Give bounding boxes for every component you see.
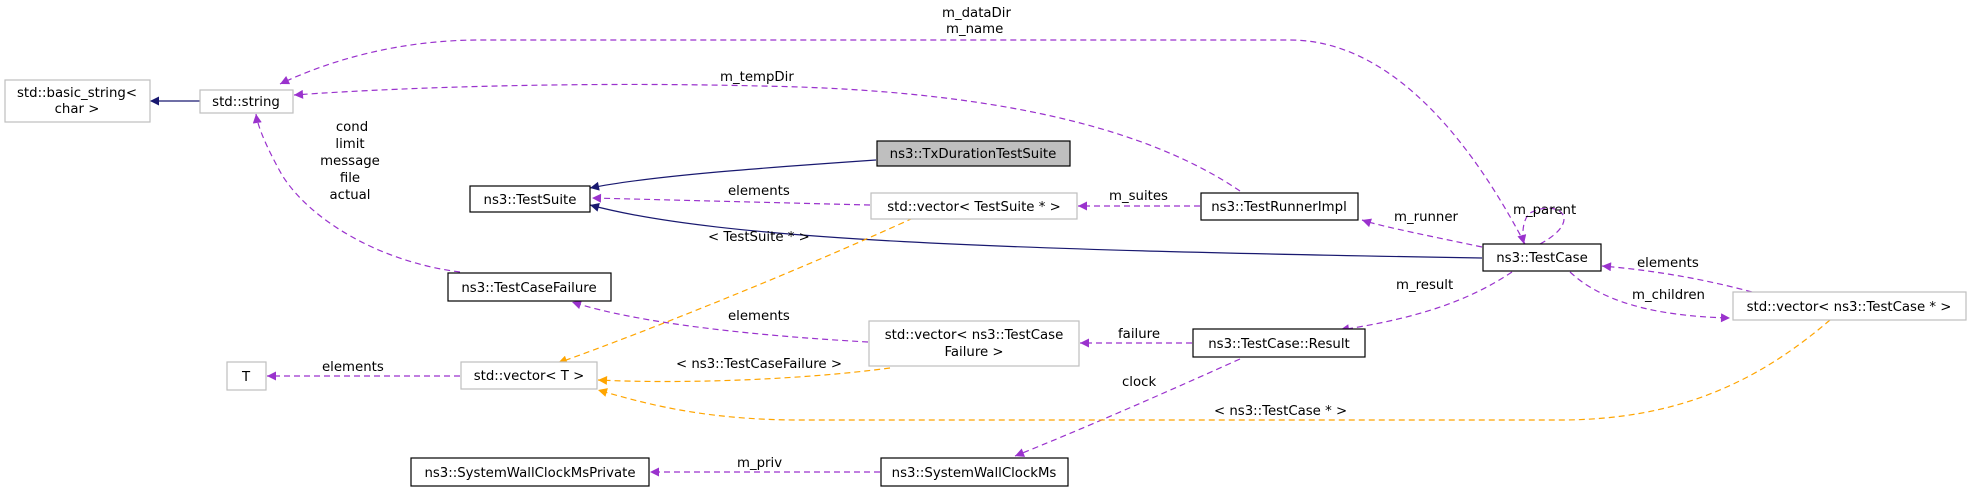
svg-text:ns3::TestCase: ns3::TestCase xyxy=(1496,251,1588,266)
node-test-runner-impl[interactable]: ns3::TestRunnerImpl xyxy=(1200,192,1359,221)
svg-text:ns3::TestCaseFailure: ns3::TestCaseFailure xyxy=(461,281,596,296)
svg-text:std::vector< ns3::TestCase * >: std::vector< ns3::TestCase * > xyxy=(1747,300,1952,315)
label-tpl-suite: < TestSuite * > xyxy=(708,230,810,245)
node-system-wall-clock-ms[interactable]: ns3::SystemWallClockMs xyxy=(880,457,1069,487)
label-failure-field-3: file xyxy=(340,171,360,186)
label-failure: failure xyxy=(1118,327,1160,342)
label-tpl-case: < ns3::TestCase * > xyxy=(1214,404,1347,419)
edge-result-to-clock xyxy=(1014,358,1241,457)
edge-testcasefailure-to-string xyxy=(252,113,461,273)
node-test-case-failure[interactable]: ns3::TestCaseFailure xyxy=(447,272,612,302)
node-test-case[interactable]: ns3::TestCase xyxy=(1482,243,1602,272)
label-m-name: m_name xyxy=(946,22,1003,37)
label-m-suites: m_suites xyxy=(1109,189,1168,204)
svg-text:std::vector< T >: std::vector< T > xyxy=(474,369,585,384)
node-vector-testcase[interactable]: std::vector< ns3::TestCase * > xyxy=(1732,291,1967,321)
node-std-string[interactable]: std::string xyxy=(199,89,294,114)
node-t[interactable]: T xyxy=(226,361,267,391)
label-elements-t: elements xyxy=(322,360,384,375)
label-m-priv: m_priv xyxy=(737,456,782,471)
svg-text:std::vector< TestSuite * >: std::vector< TestSuite * > xyxy=(887,200,1060,215)
svg-text:std::vector< ns3::TestCase: std::vector< ns3::TestCase xyxy=(885,328,1064,343)
node-test-case-result[interactable]: ns3::TestCase::Result xyxy=(1192,328,1366,358)
svg-text:ns3::SystemWallClockMs: ns3::SystemWallClockMs xyxy=(892,466,1057,481)
edge-vec-case-to-testcase xyxy=(1601,262,1753,293)
node-vector-t[interactable]: std::vector< T > xyxy=(460,361,598,390)
label-failure-field-0: cond xyxy=(336,120,368,135)
svg-text:ns3::TestRunnerImpl: ns3::TestRunnerImpl xyxy=(1211,200,1347,215)
label-elements-failure: elements xyxy=(728,309,790,324)
svg-text:ns3::TxDurationTestSuite: ns3::TxDurationTestSuite xyxy=(890,147,1057,162)
node-txduration-test-suite[interactable]: ns3::TxDurationTestSuite xyxy=(876,140,1071,167)
label-failure-field-2: message xyxy=(320,154,380,169)
node-system-wall-clock-ms-private[interactable]: ns3::SystemWallClockMsPrivate xyxy=(410,457,650,487)
node-basic-string[interactable]: std::basic_string< char > xyxy=(4,79,151,123)
svg-text:T: T xyxy=(241,370,251,385)
label-m-runner: m_runner xyxy=(1394,210,1459,225)
label-failure-field-4: actual xyxy=(330,188,371,203)
svg-text:Failure >: Failure > xyxy=(944,345,1003,360)
svg-text:std::basic_string<: std::basic_string< xyxy=(17,86,137,101)
edge-vec-suite-to-testsuite xyxy=(591,193,871,206)
label-m-datadir: m_dataDir xyxy=(942,6,1011,21)
edge-txduration-to-testsuite xyxy=(589,159,877,191)
label-failure-field-1: limit xyxy=(335,137,364,152)
edge-vec-suite-to-vec-t xyxy=(557,213,923,365)
edge-vec-case-to-vec-t xyxy=(597,319,1831,421)
edge-testcase-to-testrunner-runner xyxy=(1361,218,1483,248)
label-elements-suite: elements xyxy=(728,184,790,199)
node-vector-testsuite[interactable]: std::vector< TestSuite * > xyxy=(870,192,1078,220)
svg-text:ns3::SystemWallClockMsPrivate: ns3::SystemWallClockMsPrivate xyxy=(424,466,635,481)
svg-text:char >: char > xyxy=(55,102,100,117)
edge-testcase-to-string-datadir xyxy=(279,39,1526,245)
label-m-result: m_result xyxy=(1396,278,1453,293)
svg-text:ns3::TestCase::Result: ns3::TestCase::Result xyxy=(1208,337,1350,352)
node-test-suite[interactable]: ns3::TestSuite xyxy=(469,185,591,213)
label-m-tempdir: m_tempDir xyxy=(720,70,794,85)
svg-text:ns3::TestSuite: ns3::TestSuite xyxy=(484,193,577,208)
edge-testrunner-to-string-tempdir xyxy=(293,83,1241,192)
svg-text:std::string: std::string xyxy=(212,95,280,110)
node-vector-testcasefailure[interactable]: std::vector< ns3::TestCase Failure > xyxy=(868,320,1080,367)
edge-vec-failure-to-testcasefailure xyxy=(571,300,869,343)
edge-testcase-to-testsuite xyxy=(589,202,1483,259)
label-clock: clock xyxy=(1122,375,1156,390)
edge-testcase-self-parent xyxy=(1517,207,1565,245)
label-tpl-failure: < ns3::TestCaseFailure > xyxy=(676,357,842,372)
label-elements-case: elements xyxy=(1637,256,1699,271)
label-m-parent: m_parent xyxy=(1513,203,1576,218)
label-m-children: m_children xyxy=(1632,288,1705,303)
edge-testcase-to-result xyxy=(1339,271,1513,334)
edge-testcase-to-vec-case-children xyxy=(1569,271,1731,323)
